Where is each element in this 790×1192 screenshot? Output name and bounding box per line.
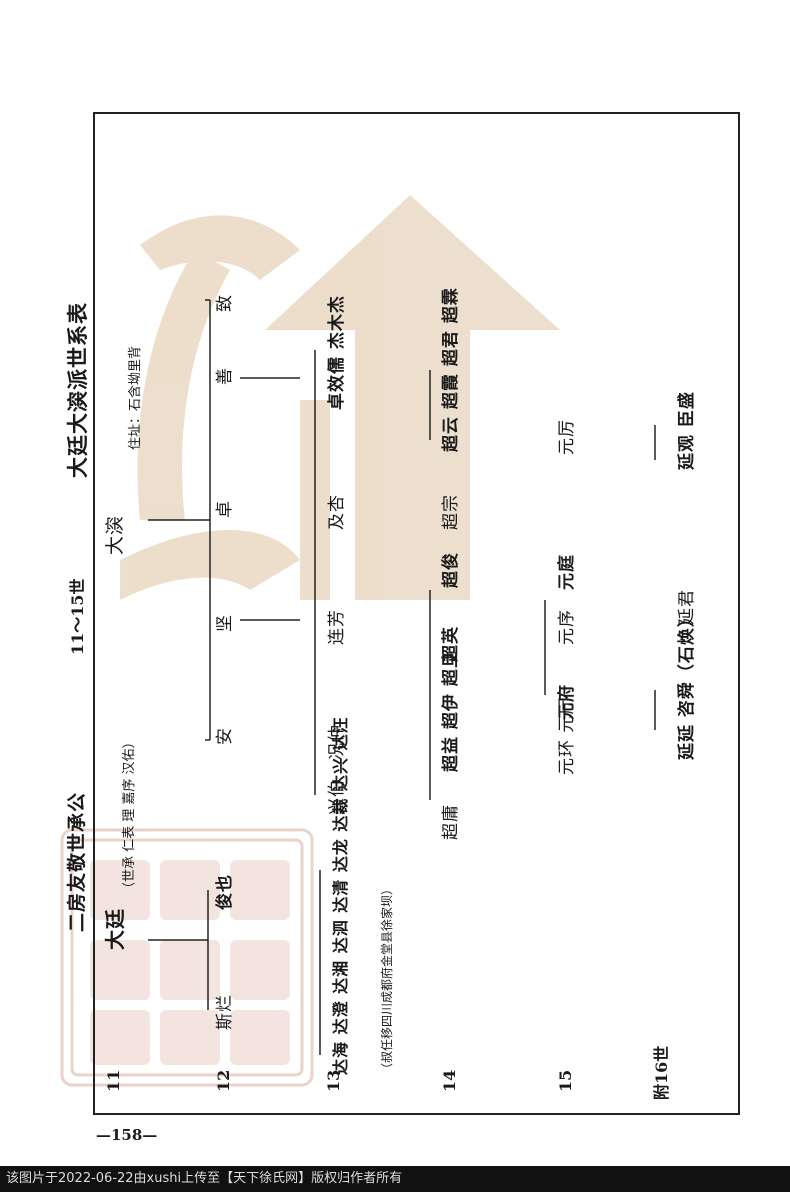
name-kuangzhong: 况仲 — [327, 724, 347, 760]
name-yuanting: 元庭 — [557, 554, 577, 590]
name-jixing: 及杏 — [327, 494, 347, 530]
name-zhuo: 卓 — [215, 500, 235, 518]
name-yuanxu: 元序 — [557, 609, 577, 645]
name-dating: 大廷 — [103, 908, 127, 950]
gen-12-label: 12 — [214, 1069, 233, 1092]
name-xingbo: 兴伯 — [327, 779, 347, 815]
name-chaojun: 超俊 — [441, 552, 461, 588]
name-yuanfu: 元府 — [557, 684, 577, 720]
gen-16-label: 附16世 — [652, 1045, 671, 1100]
name-zhi: 致 — [215, 294, 235, 312]
generation-range: 11～15世 — [68, 578, 87, 655]
name-chaoyong: 超庸 — [441, 804, 461, 840]
name-yanchen: 延观 臣盛 — [677, 391, 697, 470]
name-dachen: 大㴱 — [104, 514, 126, 555]
name-an: 安 — [215, 727, 235, 745]
da-brothers: 达海 达澄 达湘 达泗 达清 达龙 达裁 达兴 达汪 — [331, 716, 350, 1075]
name-jian: 坚 — [215, 614, 235, 632]
name-chaoyun: 超云 超霞 超君 超霖 — [441, 287, 461, 452]
page-number: —158— — [96, 1126, 158, 1144]
table-frame — [93, 112, 740, 1115]
name-chaoying: 超英 — [441, 626, 461, 662]
name-lianfang: 连芳 — [327, 609, 347, 645]
gen-14-label: 14 — [440, 1069, 459, 1092]
upload-footer: 该图片于2022-06-22由xushi上传至【天下徐氏网】版权归作者所有 — [0, 1166, 790, 1192]
gen-11-label: 11 — [104, 1069, 123, 1092]
name-yuanfang: 元厉 — [557, 419, 577, 455]
name-jun: 俊也 — [215, 874, 235, 910]
name-zhuoxiao: 卓效儒 杰木杰 — [327, 295, 347, 410]
gen11-note: （世承 仁表 理 嘉序 汉佑） — [122, 735, 137, 895]
lineage-connectors — [148, 299, 656, 1055]
page-title: 大廷大㴱派世系表 — [65, 302, 90, 478]
address-text: 住址：石含坳里背 — [128, 345, 143, 450]
branch-title: 二房友敬世承公 — [66, 791, 88, 932]
name-shan: 善 — [215, 367, 235, 385]
gen-15-label: 15 — [556, 1069, 575, 1092]
name-chaozong: 超宗 — [441, 494, 461, 530]
name-chaoyi: 超益 超伊 超旦 — [441, 650, 461, 772]
name-yanjun: 延君 — [677, 589, 697, 625]
name-sijian: 斯烂 — [215, 994, 235, 1030]
da-note: （叔任移四川成都府金堂县徐家坝） — [380, 882, 394, 1075]
name-yanzi: 延延 咨舜（石焕） — [677, 609, 697, 760]
